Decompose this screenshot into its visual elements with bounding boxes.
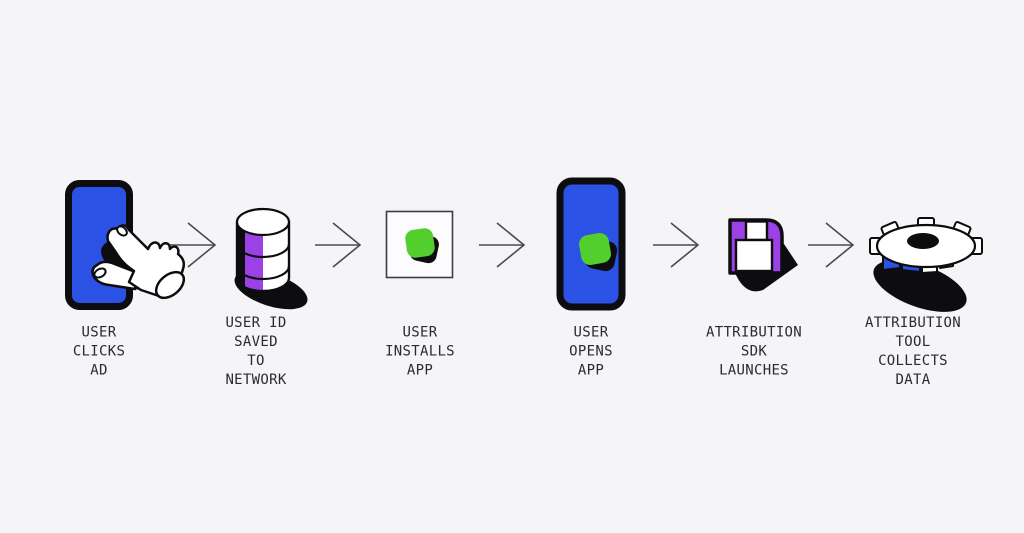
step-label-user-opens-app: USER OPENS APP <box>569 324 613 379</box>
floppy-disk-icon <box>708 205 808 300</box>
arrow-right-icon <box>652 220 702 270</box>
step-label-user-clicks-ad: USER CLICKS AD <box>72 324 126 379</box>
gear-icon <box>858 208 988 320</box>
database-icon <box>215 200 325 325</box>
phone-tap-icon <box>55 168 189 316</box>
step-label-sdk-launches: ATTRIBUTION SDK LAUNCHES <box>705 324 803 379</box>
arrow-right-icon <box>807 220 857 270</box>
app-install-icon <box>385 210 455 280</box>
arrow-right-icon <box>478 220 528 270</box>
arrow-right-icon <box>169 220 219 270</box>
arrow-right-icon <box>314 220 364 270</box>
phone-open-app-icon <box>552 176 628 312</box>
step-label-user-installs-app: USER INSTALLS APP <box>385 324 455 379</box>
step-label-tool-collects-data: ATTRIBUTION TOOL COLLECTS DATA <box>864 315 962 388</box>
step-label-user-id-saved: USER ID SAVED TO NETWORK <box>225 315 287 388</box>
